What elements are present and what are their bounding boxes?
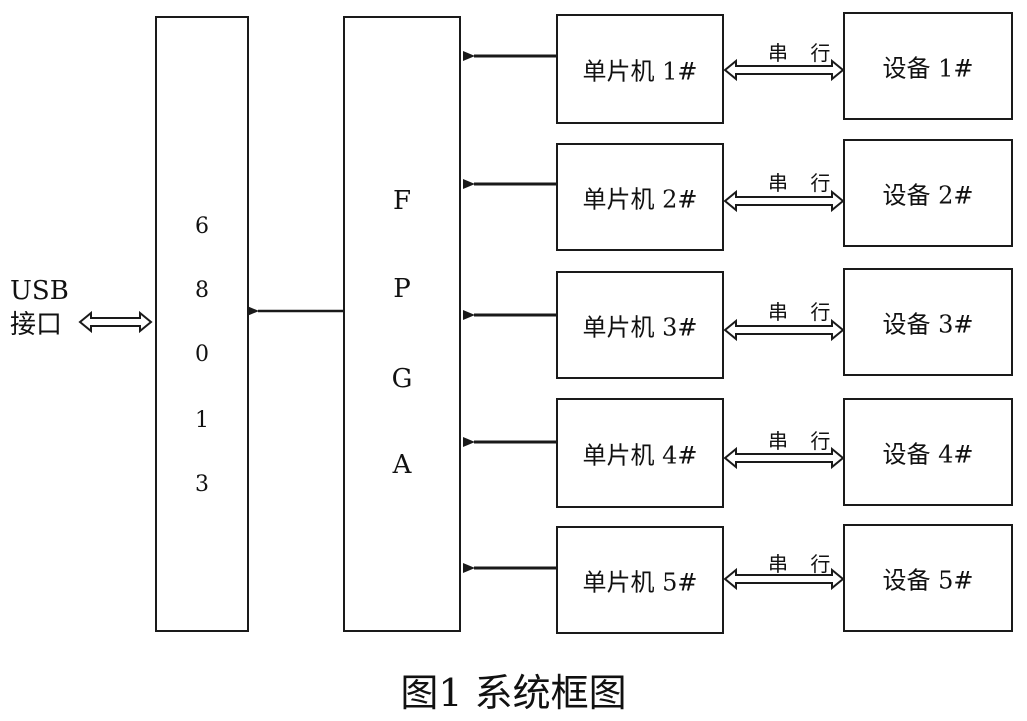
serial-arrow-5 [723, 567, 845, 591]
mcu-5-label: 单片机 5# [582, 568, 698, 597]
serial-label-1: 串 行 [768, 41, 839, 65]
mcu-to-fpga-arrows [463, 51, 556, 573]
device-5-block: 设备 5# [843, 524, 1013, 632]
chip-char: 0 [195, 342, 209, 367]
chip-char: 1 [195, 408, 209, 433]
mcu-4-label: 单片机 4# [582, 441, 698, 470]
device-1-label: 设备 1# [882, 54, 974, 83]
usb-label-line1: USB [10, 276, 69, 306]
device-2-block: 设备 2# [843, 139, 1013, 247]
fpga-block: F P G A [343, 16, 461, 632]
fpga-char: F [392, 186, 412, 216]
serial-double-arrows [723, 58, 845, 591]
device-3-label: 设备 3# [882, 310, 974, 339]
serial-label-3: 串 行 [768, 300, 839, 324]
serial-arrow-3 [723, 318, 845, 342]
fpga-char: G [391, 364, 413, 394]
mcu-3-block: 单片机 3# [556, 271, 724, 379]
device-4-label: 设备 4# [882, 440, 974, 469]
chip-char: 6 [195, 214, 209, 239]
device-3-block: 设备 3# [843, 268, 1013, 376]
device-1-block: 设备 1# [843, 12, 1013, 120]
mcu-2-block: 单片机 2# [556, 143, 724, 251]
serial-arrow-2 [723, 189, 845, 213]
serial-arrow-4 [723, 446, 845, 470]
serial-label-2: 串 行 [768, 171, 839, 195]
figure-caption: 图1 系统框图 [400, 671, 627, 715]
mcu-3-label: 单片机 3# [582, 313, 698, 342]
chip-char: 8 [195, 278, 209, 303]
usb-controller-block: 6 8 0 1 3 [155, 16, 249, 632]
fpga-char: A [392, 450, 412, 480]
usb-label: USB 接口 [10, 274, 69, 342]
chip-char: 3 [195, 472, 209, 497]
device-5-label: 设备 5# [882, 566, 974, 595]
serial-arrow-1 [723, 58, 845, 82]
mcu-1-label: 单片机 1# [582, 57, 698, 86]
fpga-char: P [393, 274, 411, 304]
mcu-2-label: 单片机 2# [582, 185, 698, 214]
mcu-1-block: 单片机 1# [556, 14, 724, 124]
device-4-block: 设备 4# [843, 398, 1013, 506]
device-2-label: 设备 2# [882, 181, 974, 210]
usb-label-line2: 接口 [10, 310, 63, 340]
serial-label-4: 串 行 [768, 429, 839, 453]
usb-double-arrow [78, 310, 153, 334]
mcu-4-block: 单片机 4# [556, 398, 724, 508]
serial-label-5: 串 行 [768, 552, 839, 576]
mcu-5-block: 单片机 5# [556, 526, 724, 634]
